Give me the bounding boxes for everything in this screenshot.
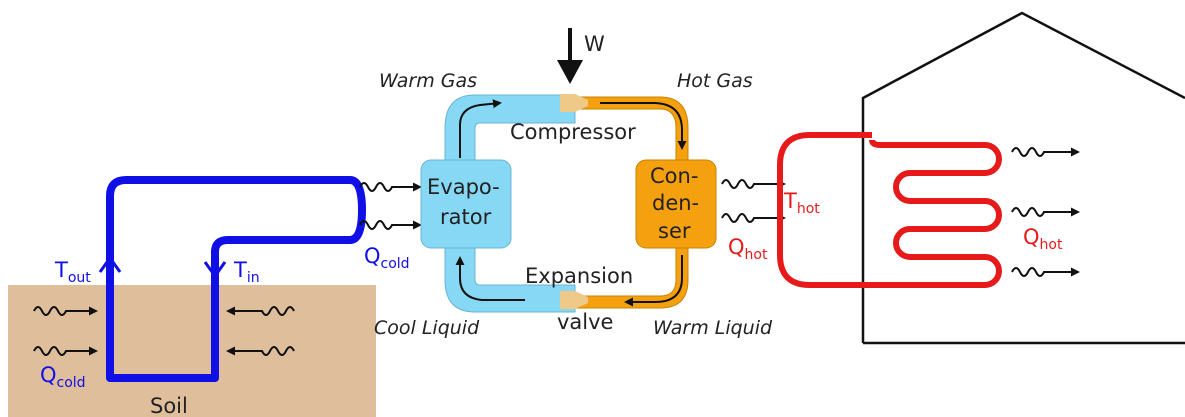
t-hot-label: Thot	[783, 189, 820, 217]
soil-region	[8, 285, 376, 417]
condenser-label-2: den-	[652, 191, 699, 215]
house-heat-arrows	[1011, 147, 1080, 277]
t-in-arrow-icon	[203, 261, 227, 279]
warm-gas-label: Warm Gas	[379, 70, 477, 92]
condenser-label-3: ser	[658, 219, 691, 243]
q-hot-cond-label: Qhot	[728, 235, 768, 263]
ground-loop-pipe	[106, 176, 366, 382]
compressor-label: Compressor	[510, 120, 636, 144]
q-cold-soil-label: Qcold	[40, 363, 86, 391]
evaporator-label-2: rator	[440, 205, 492, 229]
work-arrow-head-icon	[557, 60, 583, 84]
cool-liquid-label: Cool Liquid	[374, 317, 480, 339]
evaporator-label-1: Evapo-	[427, 175, 500, 199]
evaporator-heat-arrows	[359, 182, 422, 230]
condenser	[635, 159, 717, 249]
evaporator	[420, 159, 512, 249]
heating-loop-pipe	[777, 132, 1002, 288]
t-out-label: Tout	[54, 258, 91, 286]
work-label: W	[584, 32, 605, 56]
soil-heat-arrows-right	[226, 306, 295, 356]
soil-heat-arrows-left	[33, 306, 98, 356]
condenser-heat-arrows	[721, 179, 786, 223]
condenser-label-1: Con-	[650, 164, 698, 188]
expansion-valve-body	[560, 291, 588, 309]
t-in-label: Tin	[233, 258, 260, 286]
q-cold-evap-label: Qcold	[364, 244, 410, 272]
soil-label: Soil	[150, 394, 188, 417]
warm-liquid-label: Warm Liquid	[653, 317, 773, 339]
hot-gas-label: Hot Gas	[677, 70, 753, 92]
house-outline	[861, 11, 1185, 345]
t-out-arrow-icon	[98, 255, 122, 273]
expansion-label: Expansion	[525, 264, 633, 288]
compressor-body	[560, 94, 588, 112]
q-hot-house-label: Qhot	[1023, 225, 1063, 253]
valve-label: valve	[557, 310, 613, 334]
refrigerant-flow-arrows	[455, 99, 687, 307]
